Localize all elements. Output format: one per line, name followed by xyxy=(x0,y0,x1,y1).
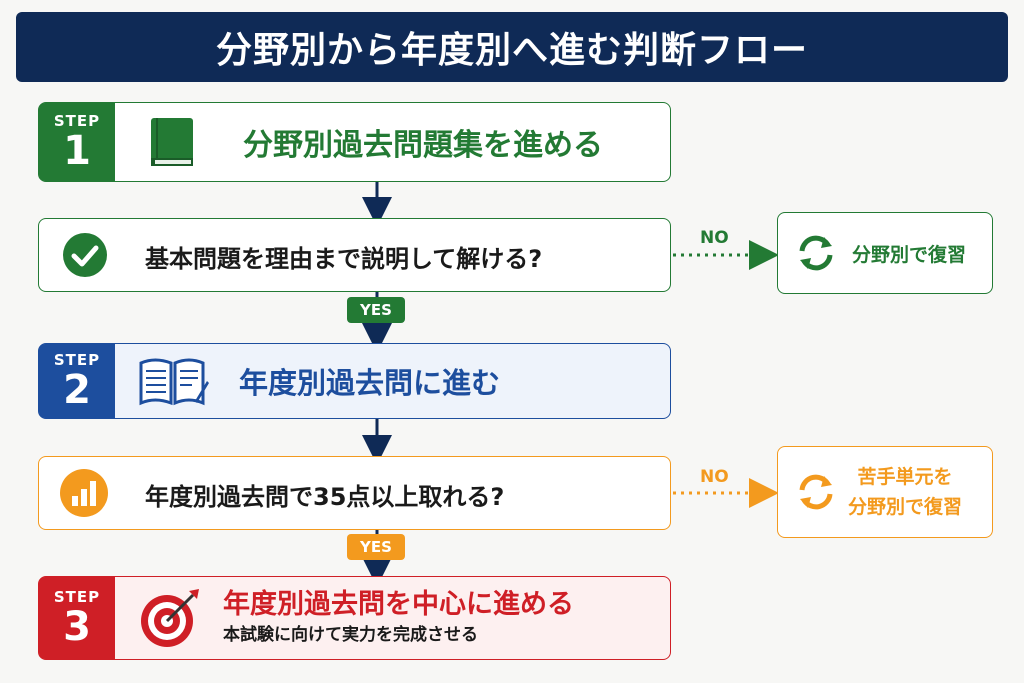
question1-no-label: NO xyxy=(700,228,729,248)
step3-label: STEP xyxy=(53,588,101,606)
refresh-icon xyxy=(794,231,838,275)
side1-text: 分野別で復習 xyxy=(852,243,967,266)
side2-box: 苦手単元を 分野別で復習 xyxy=(777,446,993,538)
step1-number: 1 xyxy=(63,128,91,174)
check-circle-icon xyxy=(61,231,109,283)
page-title: 分野別から年度別へ進む判断フロー xyxy=(215,30,808,71)
question1-text: 基本問題を理由まで説明して解ける? xyxy=(145,245,543,273)
question2-no-label: NO xyxy=(700,467,729,487)
step1-label: STEP xyxy=(53,112,101,130)
question1-yes-pill: YES xyxy=(347,297,405,323)
bar-chart-icon xyxy=(59,468,109,522)
target-icon xyxy=(137,585,203,651)
step1-badge: STEP 1 xyxy=(39,103,115,181)
side2-line1: 苦手単元を xyxy=(857,466,953,488)
title-bar: 分野別から年度別へ進む判断フロー xyxy=(16,12,1008,82)
step2-box: STEP 2 年度別過去問に進む xyxy=(38,343,671,419)
step3-text: 年度別過去問を中心に進める xyxy=(223,589,574,620)
question1-box: 基本問題を理由まで説明して解ける? xyxy=(38,218,671,292)
open-book-icon xyxy=(137,351,209,411)
step3-number: 3 xyxy=(63,604,91,650)
question2-box: 年度別過去問で35点以上取れる? xyxy=(38,456,671,530)
side2-line2: 分野別で復習 xyxy=(848,496,963,518)
question2-text: 年度別過去問で35点以上取れる? xyxy=(145,483,505,511)
step3-box: STEP 3 年度別過去問を中心に進める 本試験に向けて実力を完成させる xyxy=(38,576,671,660)
step1-text: 分野別過去問題集を進める xyxy=(243,128,603,163)
step2-text: 年度別過去問に進む xyxy=(239,366,501,400)
step3-subtext: 本試験に向けて実力を完成させる xyxy=(223,625,478,645)
book-icon xyxy=(143,112,203,172)
question2-yes-pill: YES xyxy=(347,534,405,560)
step3-badge: STEP 3 xyxy=(39,577,115,659)
side1-box: 分野別で復習 xyxy=(777,212,993,294)
refresh-icon xyxy=(794,470,838,514)
step2-number: 2 xyxy=(63,367,91,413)
step2-badge: STEP 2 xyxy=(39,344,115,418)
step2-label: STEP xyxy=(53,351,101,369)
step1-box: STEP 1 分野別過去問題集を進める xyxy=(38,102,671,182)
